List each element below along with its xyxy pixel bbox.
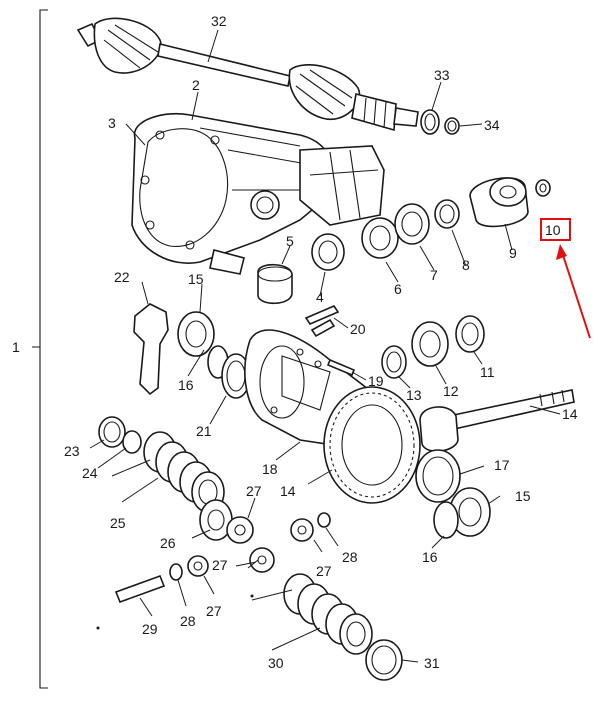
pinion-gear-c: [290, 518, 314, 542]
bearing-cup: [257, 263, 293, 305]
mounting-bracket: [133, 303, 169, 396]
label-23: 23: [64, 443, 80, 459]
drive-pinion: [419, 389, 575, 452]
label-5: 5: [286, 233, 294, 249]
pinion-mate-shaft: [114, 574, 166, 604]
label-14a: 14: [562, 406, 578, 422]
label-30: 30: [268, 655, 284, 671]
label-28b: 28: [180, 613, 196, 629]
label-2: 2: [192, 77, 200, 93]
label-10: 10: [545, 222, 561, 238]
pinion-shim: [381, 345, 407, 379]
ring-gear: [323, 386, 421, 504]
label-16a: 16: [178, 377, 194, 393]
label-9: 9: [509, 245, 517, 261]
label-12: 12: [443, 383, 459, 399]
spacer-ring: [434, 199, 460, 229]
label-13: 13: [406, 387, 422, 403]
label-6: 6: [394, 281, 402, 297]
clutch-plates-lower: [283, 573, 373, 655]
pinion-gear-d: [187, 555, 209, 577]
dot-mark: [250, 594, 254, 598]
label-27b: 27: [212, 557, 228, 573]
label-27a: 27: [246, 483, 262, 499]
label-29: 29: [142, 621, 158, 637]
label-33: 33: [434, 67, 450, 83]
pinion-washer-b: [169, 563, 183, 581]
differential-carrier: [131, 113, 385, 275]
oil-seal: [444, 117, 460, 135]
label-15a: 15: [188, 271, 204, 287]
side-bearing: [177, 311, 215, 357]
flange-nut: [535, 179, 551, 197]
bearing-race-lower: [433, 501, 459, 539]
highlight-arrowhead: [556, 244, 567, 260]
label-34: 34: [484, 117, 500, 133]
bearing-outer-race: [455, 315, 485, 353]
front-bearing: [394, 203, 430, 245]
drive-shaft: [76, 17, 419, 132]
assembly-bracket: [32, 9, 48, 689]
pinion-washer-a: [317, 512, 331, 528]
label-26: 26: [160, 535, 176, 551]
label-27c: 27: [316, 563, 332, 579]
highlight-box: [540, 218, 571, 241]
snap-ring-small: [122, 430, 142, 454]
label-31: 31: [424, 655, 440, 671]
label-18: 18: [262, 461, 278, 477]
label-25: 25: [110, 515, 126, 531]
label-17: 17: [494, 457, 510, 473]
label-15b: 15: [515, 488, 531, 504]
lock-pin: [326, 358, 356, 377]
label-21: 21: [196, 423, 212, 439]
label-28a: 28: [342, 549, 358, 565]
clutch-plates: [143, 431, 225, 513]
snap-ring: [420, 109, 440, 135]
label-8: 8: [462, 257, 470, 273]
pinion-bearing: [311, 233, 345, 271]
label-7: 7: [430, 267, 438, 283]
thrust-washer: [98, 416, 126, 448]
label-16b: 16: [422, 549, 438, 565]
label-14b: 14: [280, 483, 296, 499]
label-32: 32: [211, 13, 227, 29]
highlight-arrow: [561, 251, 591, 339]
label-1: 1: [12, 339, 20, 355]
label-4: 4: [316, 289, 324, 305]
pinion-bearing-outer: [361, 217, 399, 259]
label-24: 24: [82, 465, 98, 481]
label-11: 11: [480, 364, 495, 380]
pinion-gear-a: [226, 516, 254, 544]
dot-mark: [96, 626, 100, 630]
label-22: 22: [114, 269, 130, 285]
rear-bearing: [411, 321, 449, 367]
label-20: 20: [350, 321, 366, 337]
label-19: 19: [368, 373, 384, 389]
label-27d: 27: [206, 603, 222, 619]
case-pins: [304, 305, 340, 325]
leader-lines: [89, 29, 561, 663]
pinion-gear-b: [249, 547, 275, 573]
label-3: 3: [108, 115, 116, 131]
snap-ring-inner: [424, 113, 436, 131]
